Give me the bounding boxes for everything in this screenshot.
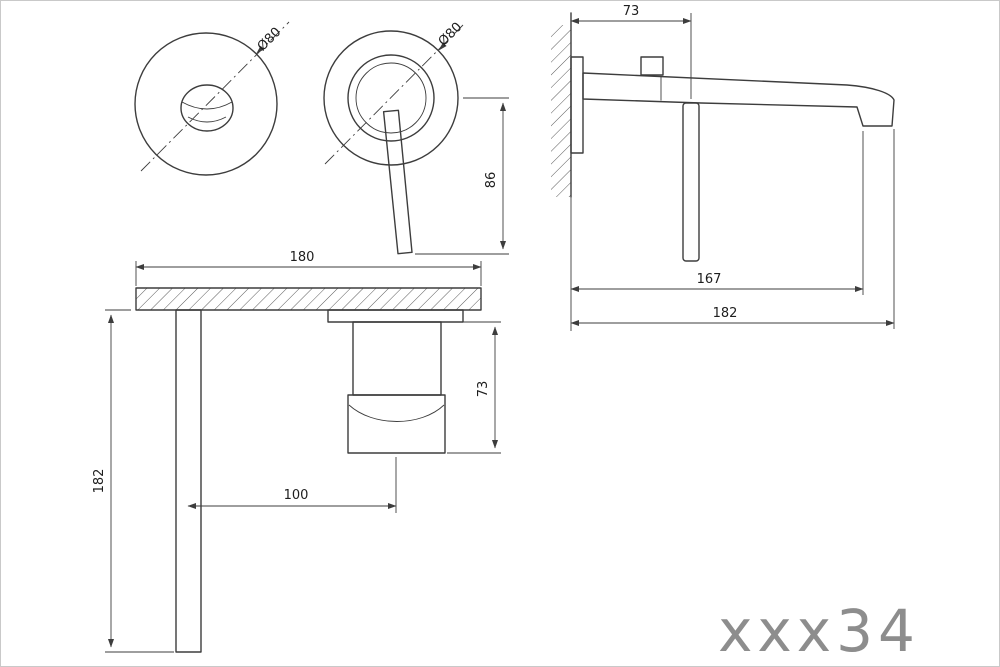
spout-curve-line [348, 404, 445, 422]
dim-wall-offset: 73 [623, 4, 640, 19]
dim-plate-width: 180 [290, 250, 315, 265]
spout-body-block [352, 321, 442, 396]
dim-167-group: 167 [570, 131, 864, 331]
spout-inner-circle-2 [355, 62, 427, 134]
dim-centers-distance: 100 [284, 488, 309, 503]
dim-total-reach: 182 [713, 306, 738, 321]
handle-lever-long [175, 309, 202, 653]
handle-escutcheon-circle [134, 32, 278, 176]
installation-view: 180 182 73 100 [92, 250, 501, 653]
handle-knob [180, 84, 234, 132]
side-view-spout: 73 167 182 [551, 4, 895, 331]
dim-182-install-group: 182 [92, 309, 174, 653]
lever-handle-side [682, 102, 700, 262]
lever-handle-front [382, 109, 413, 255]
front-view-handle-escutcheon: Ø80 [134, 21, 290, 176]
wall-plate-hatching [136, 288, 481, 310]
dim-spout-reach: 167 [697, 272, 722, 287]
dim-lever-length: 86 [484, 172, 499, 189]
handle-knob-base-line [187, 116, 227, 123]
diameter-arrowhead [438, 42, 447, 51]
dim-spout-diameter: Ø80 [436, 20, 466, 50]
front-view-spout-escutcheon: Ø80 86 [323, 20, 509, 255]
handle-knob-rim-line [181, 101, 233, 110]
cartridge-block [640, 56, 664, 76]
wall-plate-outline [135, 287, 482, 311]
dim-73-body-group: 73 [445, 321, 501, 454]
spout-escutcheon-circle [323, 30, 459, 166]
spout-lower-cylinder [347, 394, 446, 454]
dim-100-group: 100 [187, 457, 397, 513]
wall-escutcheon-side [570, 56, 584, 154]
dim-182-side-group: 182 [570, 129, 895, 329]
spout-flange [327, 309, 464, 323]
handle-centerline [140, 21, 290, 172]
wall-hatching [551, 25, 571, 197]
dim-86-group: 86 [415, 97, 509, 255]
model-number-label: xxx34 [718, 597, 920, 665]
dim-73-top-group: 73 [570, 4, 692, 99]
dim-180-group: 180 [135, 250, 482, 286]
dim-handle-length: 182 [92, 469, 107, 494]
spout-inner-circle [347, 54, 435, 142]
dim-body-height: 73 [476, 381, 491, 398]
spout-arm [582, 72, 895, 127]
diameter-arrowhead [256, 45, 265, 54]
